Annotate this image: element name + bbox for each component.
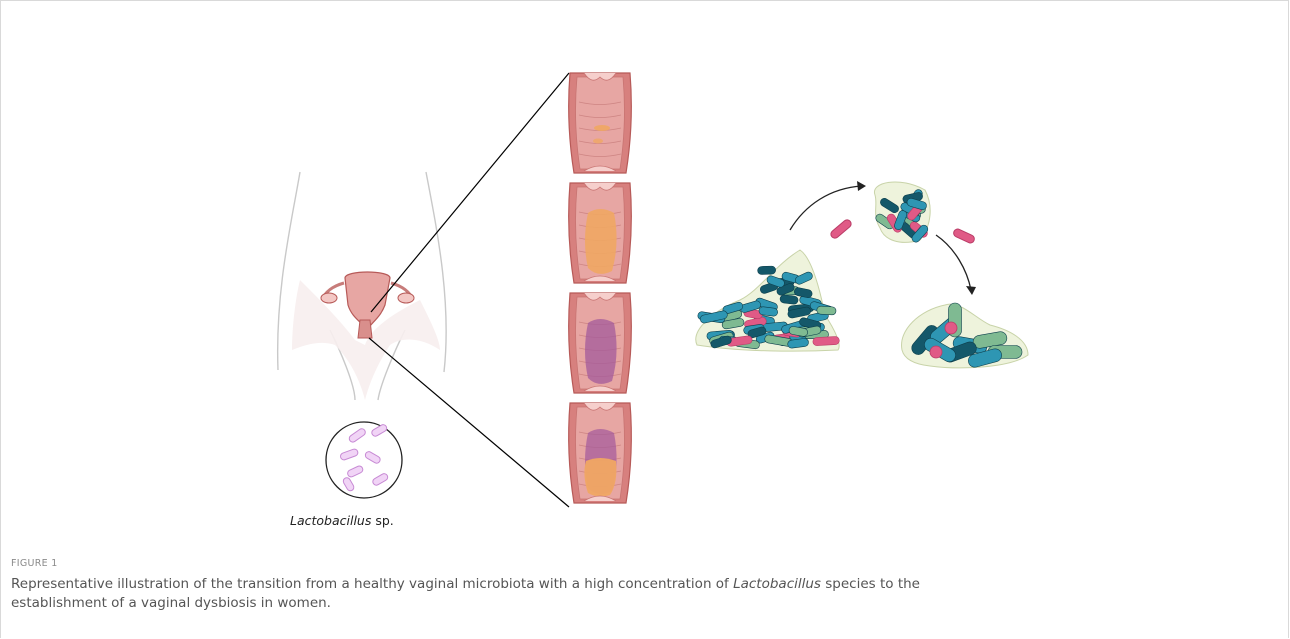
lactobacillus-inset — [326, 422, 402, 498]
pathogen-cell — [945, 322, 957, 334]
bacterium — [817, 306, 837, 315]
vaginal-panel-3 — [569, 293, 632, 393]
figure-label: FIGURE 1 — [11, 558, 58, 569]
vaginal-panels — [569, 73, 632, 503]
biofilm-dysbiosis — [902, 303, 1028, 369]
zoom-lines — [369, 73, 569, 507]
vaginal-panel-1 — [569, 73, 632, 173]
biofilm-small — [874, 182, 930, 244]
biofilm-groups — [696, 182, 1028, 369]
vaginal-panel-4 — [569, 403, 632, 503]
figure-caption: Representative illustration of the trans… — [11, 575, 1011, 613]
bacterium — [813, 336, 840, 345]
lactobacillus-label: Lactobacillus sp. — [290, 513, 394, 528]
bacterium — [758, 266, 776, 275]
vaginal-panel-2 — [569, 183, 632, 283]
pathogen-cell — [930, 346, 942, 358]
biofilm-large — [696, 250, 840, 351]
